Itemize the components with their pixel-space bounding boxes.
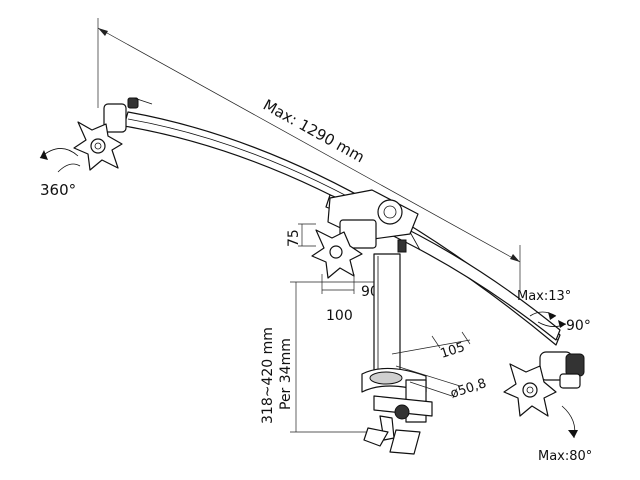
vesa-100-dimension bbox=[321, 274, 355, 294]
diameter-label: ø50,8 bbox=[449, 376, 489, 402]
height-range-label: 318~420 mm bbox=[260, 327, 276, 424]
pole bbox=[373, 253, 401, 375]
height-dimension bbox=[290, 281, 374, 433]
reach-105-label: 105 bbox=[439, 340, 467, 362]
rotate-360-label: 360° bbox=[40, 181, 76, 199]
tilt-down-icon bbox=[561, 405, 578, 439]
vesa-75-label: 75 bbox=[286, 229, 302, 247]
diameter-dimension bbox=[395, 365, 461, 397]
tilt-up-label: Max:13° bbox=[517, 289, 571, 304]
reach-105-dimension bbox=[391, 331, 471, 355]
swivel-right-icon bbox=[537, 320, 567, 328]
rotate-360-icon bbox=[39, 148, 81, 173]
pole-diameter-label: Per 34mm bbox=[278, 338, 294, 410]
tilt-down-label: Max:80° bbox=[538, 449, 592, 464]
tilt-up-icon bbox=[529, 311, 557, 320]
right-monitor-head bbox=[503, 351, 585, 417]
desk-clamp bbox=[361, 367, 433, 455]
max-length-dimension bbox=[97, 18, 521, 290]
center-hub bbox=[327, 189, 421, 253]
vesa-75-dimension bbox=[298, 223, 316, 247]
vesa-100-label: 100 bbox=[326, 308, 353, 324]
left-monitor-head bbox=[73, 97, 153, 171]
swivel-right-label: 90° bbox=[566, 318, 591, 334]
